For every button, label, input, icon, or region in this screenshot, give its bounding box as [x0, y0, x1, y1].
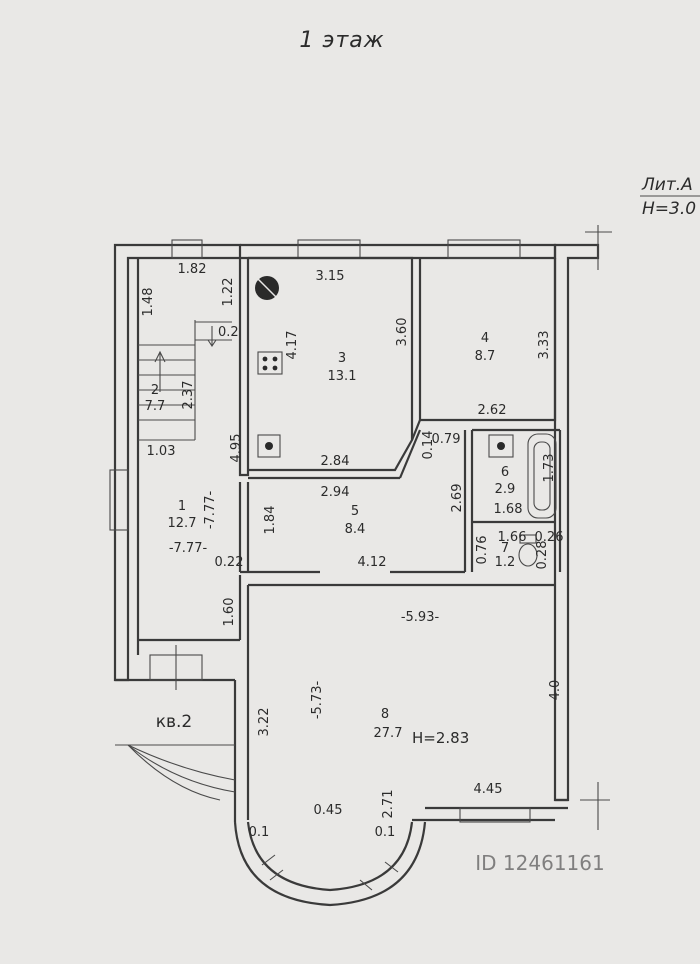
dim-2-02: -7.77- [169, 541, 208, 556]
dim-4-0: 4.0 [548, 680, 563, 701]
dim-5-93: -5.93- [401, 610, 440, 625]
bathroom-sink-icon [488, 434, 514, 458]
room-number-5: 5 [351, 504, 359, 519]
dim-2-94: 2.94 [321, 485, 350, 500]
dim-1-60: 1.60 [222, 598, 237, 627]
dim-0-26: 0.26 [535, 530, 564, 545]
dim-2-37: 2.37 [181, 381, 196, 410]
dim-2-69: 2.69 [450, 484, 465, 513]
room-area-3: 13.1 [328, 369, 357, 384]
stairs [138, 320, 232, 441]
dim-3-60: 3.60 [395, 318, 410, 347]
dim-3-22: 4.45 [474, 782, 503, 797]
dim-2-84: 2.84 [321, 454, 350, 469]
room-area-6: 2.9 [495, 482, 516, 497]
room-number-7: 7 [501, 541, 509, 556]
room-area-1: 12.7 [168, 516, 197, 531]
dim-0-14: 0.14 [421, 431, 436, 460]
dim-7-77: -7.77- [203, 491, 218, 530]
room-number-2: 2 [151, 383, 159, 398]
kitchen-sink-icon [257, 434, 281, 458]
dim-4-45: 3.22 [257, 708, 272, 737]
room-labels: 2 7.7 1 12.7 3 13.1 4 8.7 5 8.4 6 2.9 7 … [145, 331, 516, 747]
dim-0-22: 0.22 [215, 555, 244, 570]
dim-3-33: 3.33 [537, 331, 552, 360]
room-number-8: 8 [381, 707, 389, 722]
dim-1-66: 1.66 [498, 530, 527, 545]
room-number-6: 6 [501, 465, 509, 480]
dim-3-15: 3.15 [316, 269, 345, 284]
dim-0-28: 0.28 [535, 541, 550, 570]
room-area-7: 1.2 [495, 555, 516, 570]
apartment-label: кв.2 [156, 712, 193, 732]
toilet-icon [518, 543, 538, 567]
dimension-labels-vertical: 1.48 1.22 2.37 4.95 -7.77- 1.60 4.17 3.6… [141, 278, 563, 819]
dim-4-95: 4.95 [229, 434, 244, 463]
dim-0-1-left: 0.1 [249, 825, 270, 840]
dim-1-03: 1.03 [147, 444, 176, 459]
room-area-5: 8.4 [345, 522, 366, 537]
stove-icon [257, 351, 283, 375]
dim-2-71: 0.45 [314, 803, 343, 818]
dim-0-45: 2.71 [381, 790, 396, 819]
lit-label: Лит.А [641, 175, 693, 195]
dim-1-82: 1.82 [178, 262, 207, 277]
room-number-1: 1 [178, 499, 186, 514]
dim-0-79: 0.79 [432, 432, 461, 447]
dim-1-22: 1.22 [221, 278, 236, 307]
dim-1-73: 1.73 [542, 454, 557, 483]
room-area-8: 27.7 [374, 726, 403, 741]
dim-1-48: 1.48 [141, 288, 156, 317]
dim-5-73: -5.73- [310, 681, 325, 720]
dimension-labels: 1.82 0.2 1.03 -7.77- 0.22 3.15 2.84 2.94… [147, 262, 564, 840]
dim-4-17: 4.17 [285, 331, 300, 360]
dim-0-76: 0.76 [475, 536, 490, 565]
dim-1-84: 1.84 [263, 506, 278, 535]
fixtures [255, 276, 557, 567]
room-area-2: 7.7 [145, 399, 166, 414]
dim-4-12: 4.12 [358, 555, 387, 570]
watermark-text: ID 12461161 [475, 851, 604, 875]
floor-title: 1 этаж [299, 28, 384, 53]
dim-2-62: 2.62 [478, 403, 507, 418]
bathtub-icon [527, 433, 557, 519]
entrance-steps [115, 744, 236, 801]
interior-walls [138, 256, 562, 642]
room-height-8: Н=2.83 [412, 729, 469, 747]
dim-0-2: 0.2 [218, 325, 239, 340]
dim-1-68: 1.68 [494, 502, 523, 517]
dim-0-1-right: 0.1 [375, 825, 396, 840]
room-number-3: 3 [338, 351, 346, 366]
room-area-4: 8.7 [475, 349, 496, 364]
lit-height: Н=3.0 [642, 199, 696, 219]
bay-windows [261, 854, 399, 891]
room-number-4: 4 [481, 331, 489, 346]
